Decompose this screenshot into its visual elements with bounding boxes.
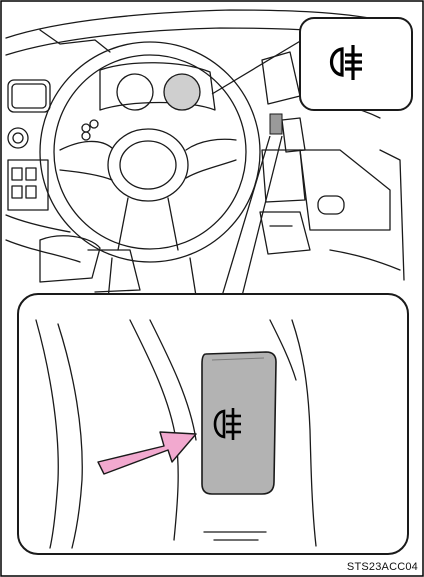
zoom-detail-box (18, 294, 408, 554)
callout-box-top (300, 18, 412, 110)
figure-code: STS23ACC04 (347, 561, 418, 573)
switch-location-marker (270, 114, 282, 134)
